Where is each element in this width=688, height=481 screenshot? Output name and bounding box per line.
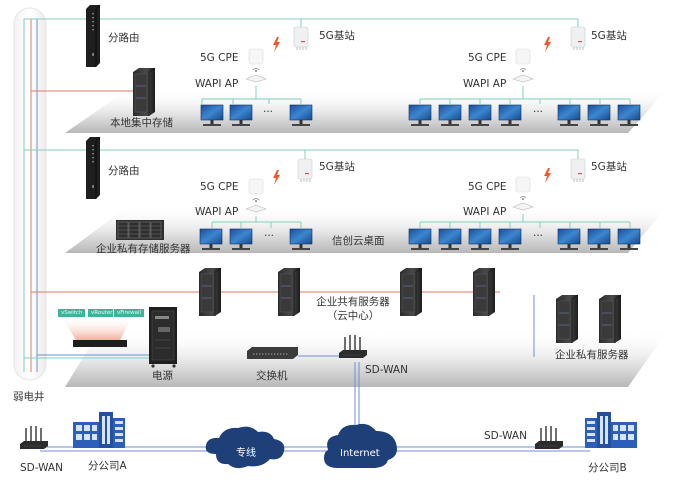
shared-servers-sublabel: （云中心）	[326, 310, 380, 322]
floor1-right-5g-bs-icon	[570, 20, 586, 51]
floor2-right-5g-bs-icon	[570, 152, 586, 183]
branch-b-sdwan-label: SD-WAN	[484, 430, 527, 442]
floor2-left-ap-label: WAPI AP	[195, 206, 239, 218]
floor2-storage-server-icon	[116, 220, 164, 240]
branch-a-building-icon	[73, 412, 125, 448]
private-server-rack-icon	[555, 294, 579, 344]
floor2-left-drops	[211, 222, 302, 228]
internet-cloud-icon	[324, 423, 397, 468]
floor3-plane	[65, 330, 668, 387]
floor2-desktop-label: 信创云桌面	[332, 235, 385, 247]
cable-shaft-label: 弱电井	[13, 391, 45, 403]
floor1-left-ellipsis: ···	[263, 106, 274, 118]
virtual-appliance-icon	[73, 340, 127, 347]
floor2-teal-backbone	[24, 149, 579, 156]
floor2-left-5g-bs-icon	[297, 152, 313, 183]
virtual-appliance-glow	[62, 317, 132, 340]
floor1-left-bs-label: 5G基站	[319, 30, 355, 42]
floor1-storage-label: 本地集中存储	[110, 117, 173, 129]
cable-shaft	[13, 7, 47, 381]
floor2-right-bs-label: 5G基站	[591, 161, 627, 173]
branch-b-sdwan-router-icon	[534, 425, 564, 450]
floor1-router-label: 分路由	[108, 32, 140, 44]
hq-sdwan-label: SD-WAN	[365, 364, 408, 376]
branch-b-building-icon	[585, 412, 637, 448]
switch-icon	[247, 347, 298, 359]
floor2-router-icon	[85, 136, 101, 200]
shared-server-rack-icon	[472, 267, 496, 317]
internet-label: Internet	[340, 448, 380, 459]
branch-b-label: 分公司B	[588, 462, 627, 474]
shared-servers-label: 企业共有服务器	[316, 296, 390, 308]
floor1-left-cpe-label: 5G CPE	[200, 52, 239, 64]
floor1-right-drops	[419, 99, 631, 104]
private-server-rack-icon	[598, 294, 622, 344]
floor1-right-cpe-label: 5G CPE	[468, 52, 507, 64]
shared-server-rack-icon	[277, 267, 301, 317]
floor2-left-cpe-label: 5G CPE	[200, 181, 239, 193]
floor1-right-signal-bolt-icon	[544, 37, 551, 52]
power-cabinet-icon	[149, 307, 177, 368]
floor2-right-drops	[419, 222, 631, 228]
branch-a-label: 分公司A	[88, 460, 127, 472]
floor2-left-signal-bolt-icon	[273, 170, 280, 185]
branch-a-sdwan-router-icon	[19, 425, 49, 450]
floor2-storage-label: 企业私有存储服务器	[96, 243, 191, 255]
floor2-right-cpe-label: 5G CPE	[468, 181, 507, 193]
floor1-left-ap-label: WAPI AP	[195, 78, 239, 90]
floor1-left-cpe-ap-icon	[245, 48, 267, 83]
floor1-right-bs-label: 5G基站	[591, 30, 627, 42]
floor1-right-ellipsis: ···	[533, 106, 544, 118]
switch-label: 交换机	[256, 370, 288, 382]
floor2-left-bs-label: 5G基站	[319, 161, 355, 173]
floor1-left-signal-bolt-icon	[273, 37, 280, 52]
floor2-right-ellipsis: ···	[533, 230, 544, 242]
floor2-left-ellipsis: ···	[264, 230, 275, 242]
floor2-right-ap-label: WAPI AP	[463, 206, 507, 218]
private-servers-label: 企业私有服务器	[555, 349, 629, 361]
shared-server-rack-icon	[198, 267, 222, 317]
floor1-router-icon	[85, 4, 101, 68]
vswitch-tag: vSwitch	[57, 308, 87, 318]
vfirewall-tag: vFirewall	[113, 308, 145, 318]
shared-server-rack-icon	[399, 267, 423, 317]
floor2-router-label: 分路由	[108, 165, 140, 177]
leased-line-cloud-icon	[205, 426, 285, 469]
leased-line-label: 专线	[236, 448, 256, 459]
floor1-left-5g-bs-icon	[293, 20, 309, 51]
floor2-right-signal-bolt-icon	[544, 168, 551, 183]
power-label: 电源	[152, 370, 173, 382]
floor1-storage-rack-icon	[132, 67, 156, 117]
branch-a-sdwan-label: SD-WAN	[20, 462, 63, 474]
floor1-right-ap-label: WAPI AP	[463, 78, 507, 90]
floor1-right-cpe-ap-icon	[512, 48, 534, 83]
